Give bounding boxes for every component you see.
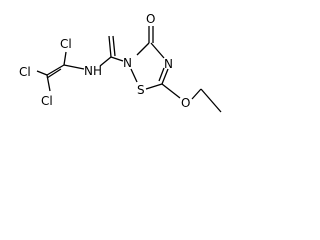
atom-o-carbonyl: O <box>146 12 155 26</box>
bond-nh-c-carbonyl <box>99 56 112 67</box>
atom-cl-bottom: Cl <box>41 94 53 108</box>
bond-set <box>36 26 222 113</box>
atom-n4-ring: N <box>164 57 173 71</box>
bond-s-n2 <box>130 68 138 83</box>
bond-oether-ch2 <box>191 88 202 100</box>
bond-c2-cl-left <box>36 70 48 76</box>
atom-labels: Cl Cl Cl NH O N N S O <box>19 12 190 110</box>
bond-c1-cl-top <box>63 51 67 66</box>
bond-c1-c2-double-a <box>46 64 65 76</box>
bond-n4-c5-a <box>161 68 169 85</box>
bond-n4-c5-b <box>158 67 165 82</box>
atom-cl-left: Cl <box>19 65 31 79</box>
atom-o-ether: O <box>181 96 190 110</box>
bond-c5-oether <box>161 83 181 99</box>
bond-c2-cl-bottom <box>46 74 51 92</box>
chemical-structure: Cl Cl Cl NH O N N S O <box>19 12 222 113</box>
atom-cl-top: Cl <box>60 37 72 51</box>
atom-nh: NH <box>84 64 102 78</box>
bond-carbonyl-o-b <box>112 35 116 57</box>
atom-s-ring: S <box>137 83 145 97</box>
bond-carbonyl-o-a <box>108 35 112 58</box>
bond-c5-s <box>145 83 163 90</box>
bond-c1-c2-double-b <box>46 68 62 79</box>
bond-n2-c3 <box>136 42 150 56</box>
bond-ch2-ch3 <box>200 88 222 113</box>
bond-c3-n4 <box>150 42 165 59</box>
bond-c1-nh <box>63 64 85 70</box>
bond-carbonyl-nring <box>110 56 124 62</box>
atom-n-ring: N <box>123 56 132 70</box>
